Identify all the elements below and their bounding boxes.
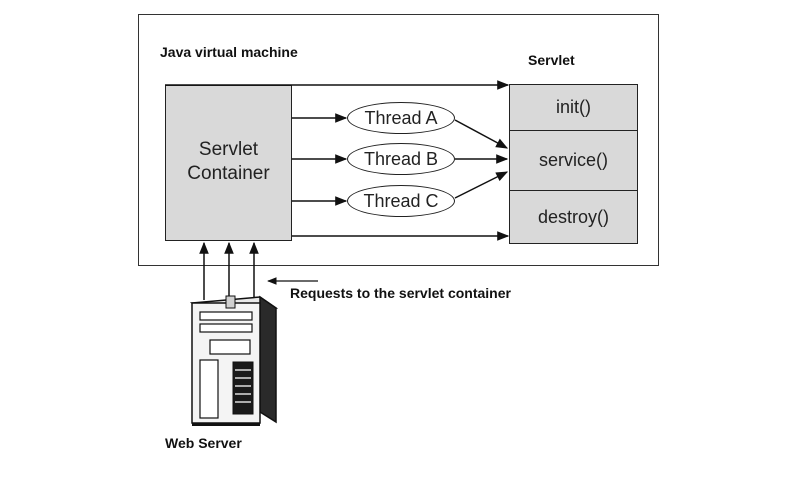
arrow-thread-a-to-service [454,119,509,149]
method-destroy-label: destroy() [537,206,609,227]
jvm-frame [138,14,659,266]
servlet-container-label: Servlet Container [165,138,292,186]
arrow-thread-c-to-service [454,171,509,199]
web-server-label: Web Server [165,435,242,451]
requests-label: Requests to the servlet container [290,285,511,301]
method-service: service() [509,130,638,191]
thread-c-label: Thread C [363,190,439,211]
servlet-container-line1: Servlet [198,139,259,160]
jvm-label: Java virtual machine [160,44,298,60]
method-destroy: destroy() [509,190,638,244]
method-init: init() [509,84,638,131]
method-init-label: init() [556,97,591,117]
servlet-container-box [165,85,292,241]
servlet-container-line2: Container [187,163,270,184]
thread-a: Thread A [347,102,455,134]
web-server-icon [189,295,279,426]
thread-b: Thread B [347,143,455,175]
thread-b-label: Thread B [363,148,439,169]
thread-c: Thread C [347,185,455,217]
method-service-label: service() [538,150,608,170]
servlet-label: Servlet [528,52,575,68]
thread-a-label: Thread A [364,107,438,128]
